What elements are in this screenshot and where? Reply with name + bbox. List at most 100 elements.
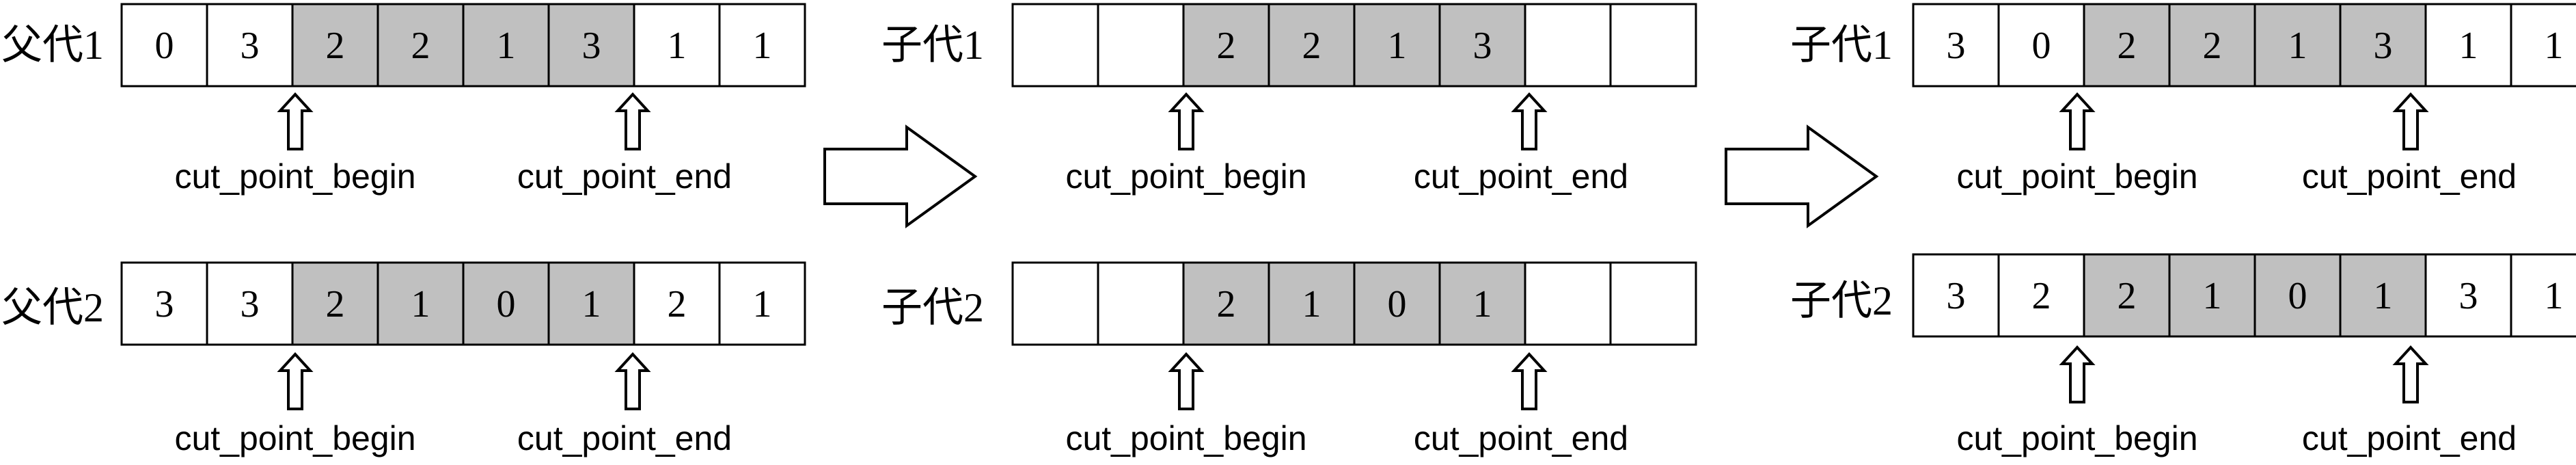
gene-cell bbox=[2510, 3, 2576, 88]
gene-value: 1 bbox=[582, 283, 601, 326]
intermediate-child-1-chromosome: 2 2 1 3 bbox=[1011, 3, 1697, 88]
cut-end-arrow-icon bbox=[1511, 352, 1548, 410]
gene-value: 3 bbox=[1473, 25, 1492, 67]
cut-end-arrow-icon bbox=[614, 352, 651, 410]
gene-cell bbox=[1182, 261, 1270, 346]
cut-begin-arrow-icon bbox=[2059, 92, 2096, 150]
gene-value: 0 bbox=[1388, 283, 1407, 326]
cut-begin-arrow-icon bbox=[277, 92, 314, 150]
gene-value: 1 bbox=[1388, 25, 1407, 67]
gene-cell bbox=[2253, 253, 2342, 338]
gene-cell bbox=[547, 261, 635, 346]
transition-arrow-icon bbox=[823, 124, 978, 228]
gene-value: 1 bbox=[753, 283, 772, 326]
gene-cell bbox=[206, 3, 294, 88]
gene-value: 0 bbox=[155, 25, 174, 67]
gene-cell bbox=[1268, 3, 1356, 88]
transition-arrow-icon bbox=[1725, 124, 1879, 228]
cut-end-arrow-icon bbox=[1511, 92, 1548, 150]
intermediate-child-2-chromosome: 2 1 0 1 bbox=[1011, 261, 1697, 346]
gene-value: 1 bbox=[2545, 275, 2564, 317]
parent-1-label: 父代1 bbox=[1, 23, 104, 68]
final-child-2-label: 子代2 bbox=[1790, 278, 1893, 323]
gene-cell bbox=[2083, 253, 2171, 338]
gene-cell bbox=[547, 3, 635, 88]
gene-cell bbox=[2424, 3, 2512, 88]
gene-value: 1 bbox=[497, 25, 516, 67]
gene-value: 2 bbox=[2032, 275, 2051, 317]
cut-begin-arrow-icon bbox=[277, 352, 314, 410]
gene-cell bbox=[1609, 3, 1697, 88]
gene-value: 3 bbox=[2459, 275, 2478, 317]
cut-begin-label: cut_point_begin bbox=[174, 419, 415, 457]
gene-cell bbox=[2168, 253, 2256, 338]
gene-value: 3 bbox=[2374, 25, 2393, 67]
gene-cell bbox=[1011, 3, 1099, 88]
gene-value: 1 bbox=[2545, 25, 2564, 67]
gene-value: 2 bbox=[326, 283, 345, 326]
gene-cell bbox=[633, 3, 721, 88]
gene-cell bbox=[1912, 3, 2000, 88]
gene-cell bbox=[1353, 3, 1441, 88]
cut-begin-label: cut_point_begin bbox=[174, 157, 415, 196]
gene-value: 0 bbox=[2032, 25, 2051, 67]
gene-cell bbox=[1609, 261, 1697, 346]
gene-cell bbox=[120, 3, 208, 88]
gene-cell bbox=[206, 261, 294, 346]
gene-value: 2 bbox=[1217, 25, 1236, 67]
cut-end-label: cut_point_end bbox=[517, 419, 732, 457]
cut-begin-arrow-icon bbox=[2059, 345, 2096, 403]
gene-value: 1 bbox=[753, 25, 772, 67]
gene-cell bbox=[462, 3, 550, 88]
final-child-1-label: 子代1 bbox=[1790, 23, 1893, 68]
gene-value: 3 bbox=[155, 283, 174, 326]
cut-begin-label: cut_point_begin bbox=[1956, 157, 2197, 196]
gene-cell bbox=[2253, 3, 2342, 88]
gene-cell bbox=[2424, 253, 2512, 338]
cut-end-label: cut_point_end bbox=[1414, 157, 1628, 196]
gene-cell bbox=[291, 3, 379, 88]
gene-cell bbox=[2339, 253, 2427, 338]
gene-value: 3 bbox=[1947, 275, 1966, 317]
gene-value: 1 bbox=[1473, 283, 1492, 326]
gene-value: 1 bbox=[2203, 275, 2222, 317]
gene-cell bbox=[2168, 3, 2256, 88]
gene-cell bbox=[2510, 253, 2576, 338]
gene-value: 3 bbox=[241, 25, 260, 67]
gene-value: 2 bbox=[668, 283, 687, 326]
gene-value: 2 bbox=[1217, 283, 1236, 326]
gene-cell bbox=[120, 261, 208, 346]
gene-value: 0 bbox=[2288, 275, 2307, 317]
gene-value: 2 bbox=[2118, 275, 2137, 317]
gene-value: 2 bbox=[1302, 25, 1321, 67]
gene-value: 2 bbox=[326, 25, 345, 67]
cut-begin-label: cut_point_begin bbox=[1065, 157, 1306, 196]
gene-cell bbox=[1268, 261, 1356, 346]
intermediate-child-2-label: 子代2 bbox=[881, 285, 984, 330]
gene-value: 3 bbox=[241, 283, 260, 326]
gene-value: 1 bbox=[411, 283, 430, 326]
gene-value: 1 bbox=[2459, 25, 2478, 67]
cut-end-arrow-icon bbox=[2392, 92, 2429, 150]
parent-2-label: 父代2 bbox=[1, 285, 104, 330]
gene-value: 2 bbox=[2203, 25, 2222, 67]
gene-cell bbox=[376, 261, 465, 346]
gene-value: 3 bbox=[1947, 25, 1966, 67]
gene-value: 2 bbox=[2118, 25, 2137, 67]
parents-column: 父代1 0 3 2 2 1 3 1 1 cut_point_begin cut_point_e… bbox=[1, 3, 806, 457]
gene-value: 1 bbox=[1302, 283, 1321, 326]
gene-cell bbox=[2083, 3, 2171, 88]
cut-end-label: cut_point_end bbox=[2302, 419, 2517, 457]
gene-cell bbox=[1097, 3, 1185, 88]
